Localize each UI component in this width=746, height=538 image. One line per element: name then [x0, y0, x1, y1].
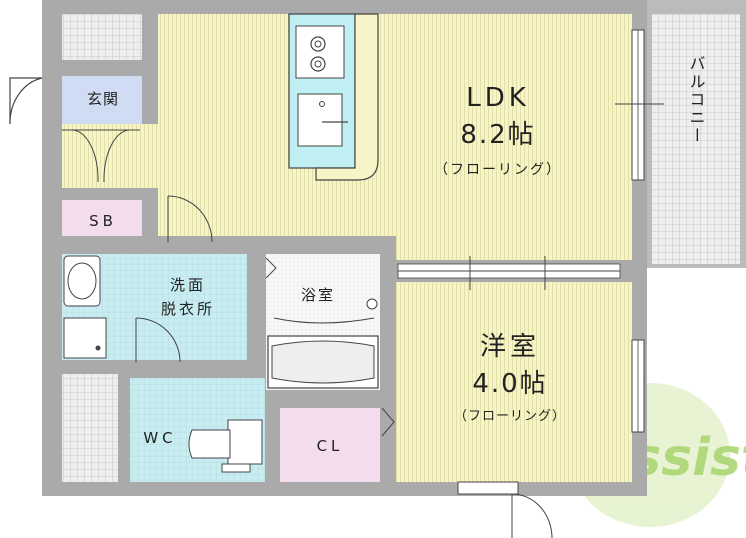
closet-door [381, 407, 395, 437]
entrance-label: 玄関 [87, 90, 119, 108]
western-label: 洋室 [480, 332, 540, 362]
kitchen-counter [288, 13, 379, 181]
toilet [188, 419, 263, 473]
western-floor-type: （フローリング） [454, 409, 566, 424]
closet-floor [280, 408, 380, 482]
wc-label: WC [143, 429, 176, 447]
washroom-door [167, 195, 213, 243]
closet-label: CL [317, 437, 344, 455]
western-size: 4.0帖 [472, 369, 547, 399]
balcony-floor [652, 14, 740, 264]
ldk-floor [158, 14, 632, 282]
sb-label: SB [89, 212, 117, 230]
washroom-label-2: 脱衣所 [161, 300, 215, 318]
wash-basin [63, 255, 101, 307]
shoe-box [62, 200, 142, 236]
shower-icon [366, 298, 378, 310]
storage-top-left [62, 14, 142, 60]
burner-icon [310, 56, 326, 72]
stove [295, 25, 345, 79]
western-door [457, 481, 553, 538]
entrance-floor [62, 76, 142, 124]
burner-icon [310, 36, 326, 52]
ldk-label: LDK [466, 83, 530, 113]
storage-bottom-left [62, 374, 118, 482]
hall-door [62, 129, 140, 183]
wc-door [135, 317, 181, 363]
ldk-floor-type: （フローリング） [434, 162, 562, 178]
hall-floor [62, 124, 158, 188]
washroom-label-1: 洗面 [170, 276, 206, 294]
balcony-label: バルコニー [687, 55, 706, 145]
bathtub [267, 298, 379, 389]
washing-machine [63, 317, 107, 359]
bath-label: 浴室 [301, 286, 335, 304]
western-room-floor [396, 282, 632, 482]
entrance-door [9, 77, 43, 125]
bath-door [265, 257, 277, 279]
ldk-size: 8.2帖 [460, 120, 535, 150]
